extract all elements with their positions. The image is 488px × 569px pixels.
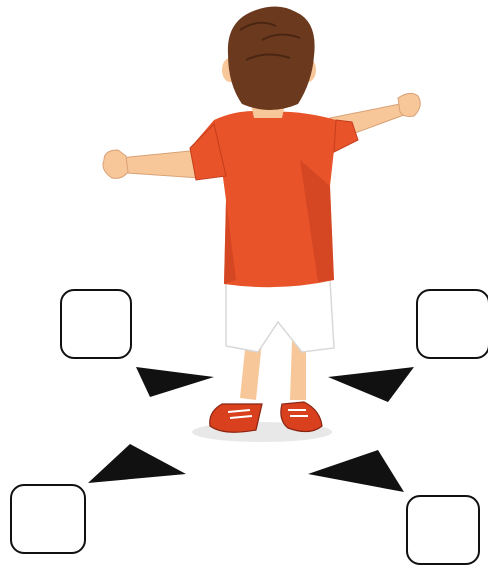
arrow-right-up <box>328 367 414 402</box>
right-hand <box>398 93 420 116</box>
arrow-left-down <box>88 444 186 483</box>
answer-box-bottom-left[interactable] <box>10 484 86 554</box>
arrow-left-up <box>136 367 214 397</box>
hair <box>228 6 315 110</box>
left-hand <box>103 150 128 178</box>
answer-box-top-right[interactable] <box>416 289 488 359</box>
shorts <box>226 280 334 352</box>
answer-box-top-left[interactable] <box>60 289 132 359</box>
left-arm <box>103 150 200 178</box>
head <box>222 6 316 110</box>
arrow-right-down <box>308 450 404 492</box>
answer-box-bottom-right[interactable] <box>406 495 480 565</box>
